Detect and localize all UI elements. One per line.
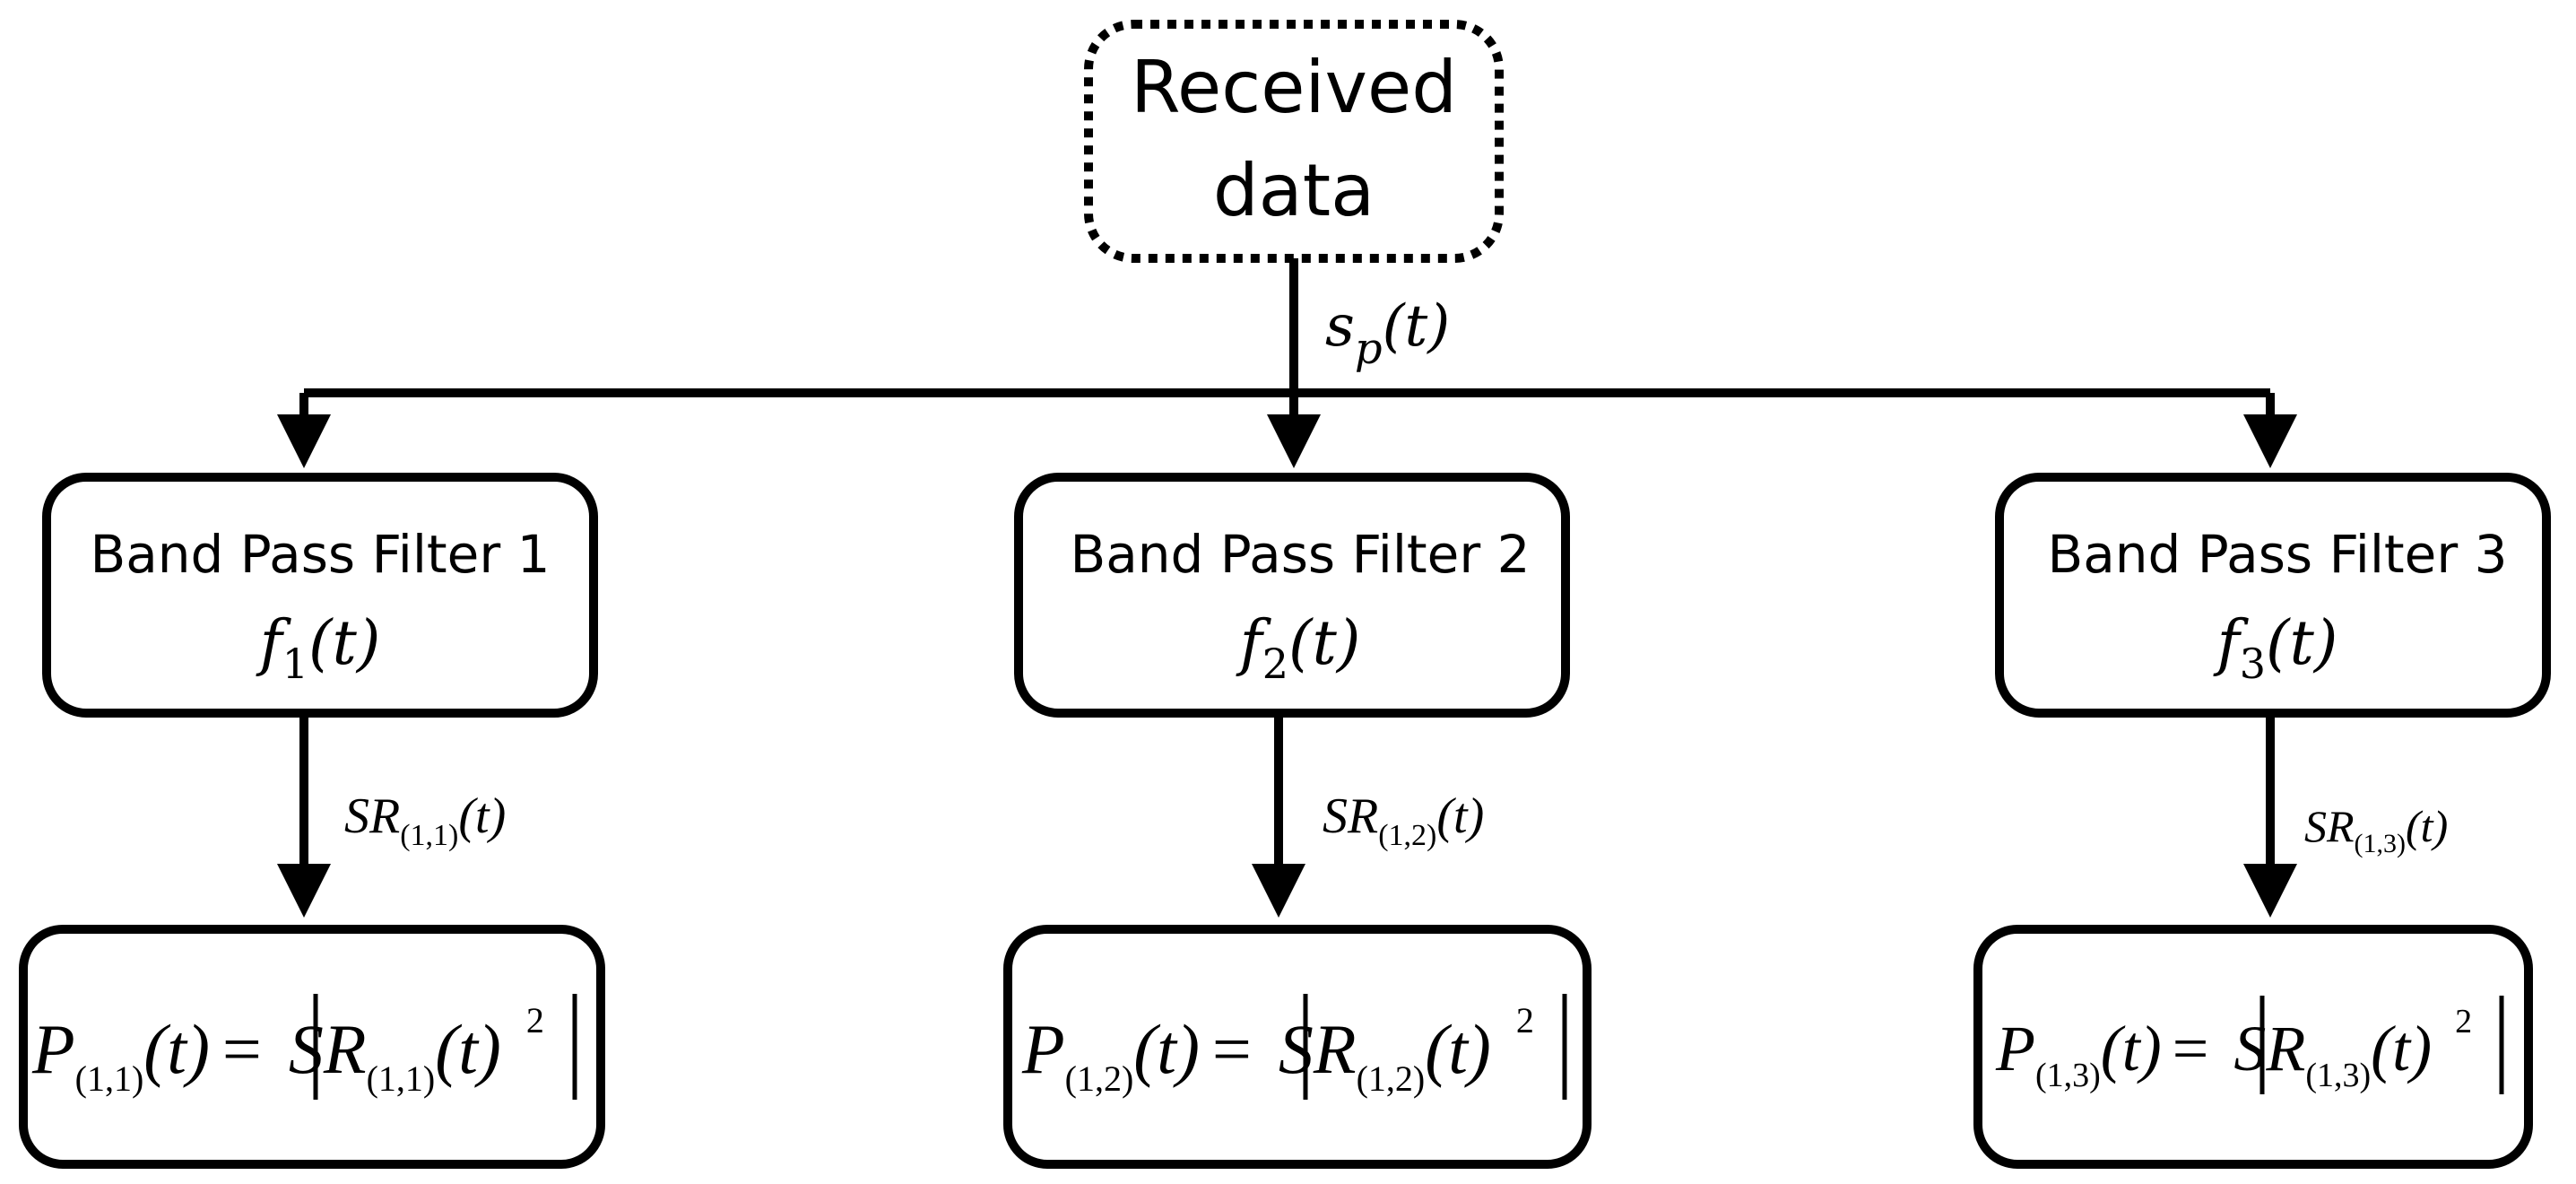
filter-box-2	[1014, 473, 1570, 718]
branch-arrows	[277, 393, 2297, 468]
filter-column-3: Band Pass Filter 3 f3(t) SR(1,3)(t) P(1,…	[1973, 473, 2551, 1169]
filter-box-1	[42, 473, 598, 718]
power-box-3	[1973, 925, 2533, 1169]
filter-title-2: Band Pass Filter 2	[1070, 524, 1530, 585]
input-signal-label: sp(t)	[1325, 293, 1450, 374]
power-equation-2: P(1,2)(t)=SR(1,2)(t)2	[1021, 1000, 1534, 1099]
filter-function-2: f2(t)	[1236, 608, 1361, 688]
filter-title-1: Band Pass Filter 1	[90, 524, 550, 585]
power-box-2	[1003, 925, 1592, 1169]
filter-function-3: f3(t)	[2213, 608, 2338, 688]
filter-title-3: Band Pass Filter 3	[2047, 524, 2507, 585]
filter-column-1: Band Pass Filter 1 f1(t) SR(1,1)(t) P(1,…	[19, 473, 605, 1169]
input-signal-arg: (t)	[1383, 293, 1451, 360]
filter-column-2: Band Pass Filter 2 f2(t) SR(1,2)(t) P(1,…	[1003, 473, 1592, 1169]
source-box	[1084, 20, 1504, 263]
filter-signal-label-2: SR(1,2)(t)	[1323, 788, 1484, 852]
filter-signal-label-3: SR(1,3)(t)	[2304, 801, 2448, 858]
source-label-line2: data	[1213, 149, 1375, 232]
power-equation-1: P(1,1)(t)=SR(1,1)(t)2	[31, 1000, 544, 1099]
input-signal-base: s	[1325, 293, 1355, 360]
input-connector	[304, 258, 2270, 397]
power-equation-3: P(1,3)(t)=SR(1,3)(t)2	[1995, 1003, 2472, 1094]
source-label-line1: Received	[1131, 46, 1457, 129]
filter-function-1: f1(t)	[256, 608, 381, 688]
input-signal-sub: p	[1355, 324, 1383, 374]
filter-signal-label-1: SR(1,1)(t)	[344, 788, 506, 852]
power-box-1	[19, 925, 605, 1169]
source-node: Received data	[1084, 20, 1504, 263]
